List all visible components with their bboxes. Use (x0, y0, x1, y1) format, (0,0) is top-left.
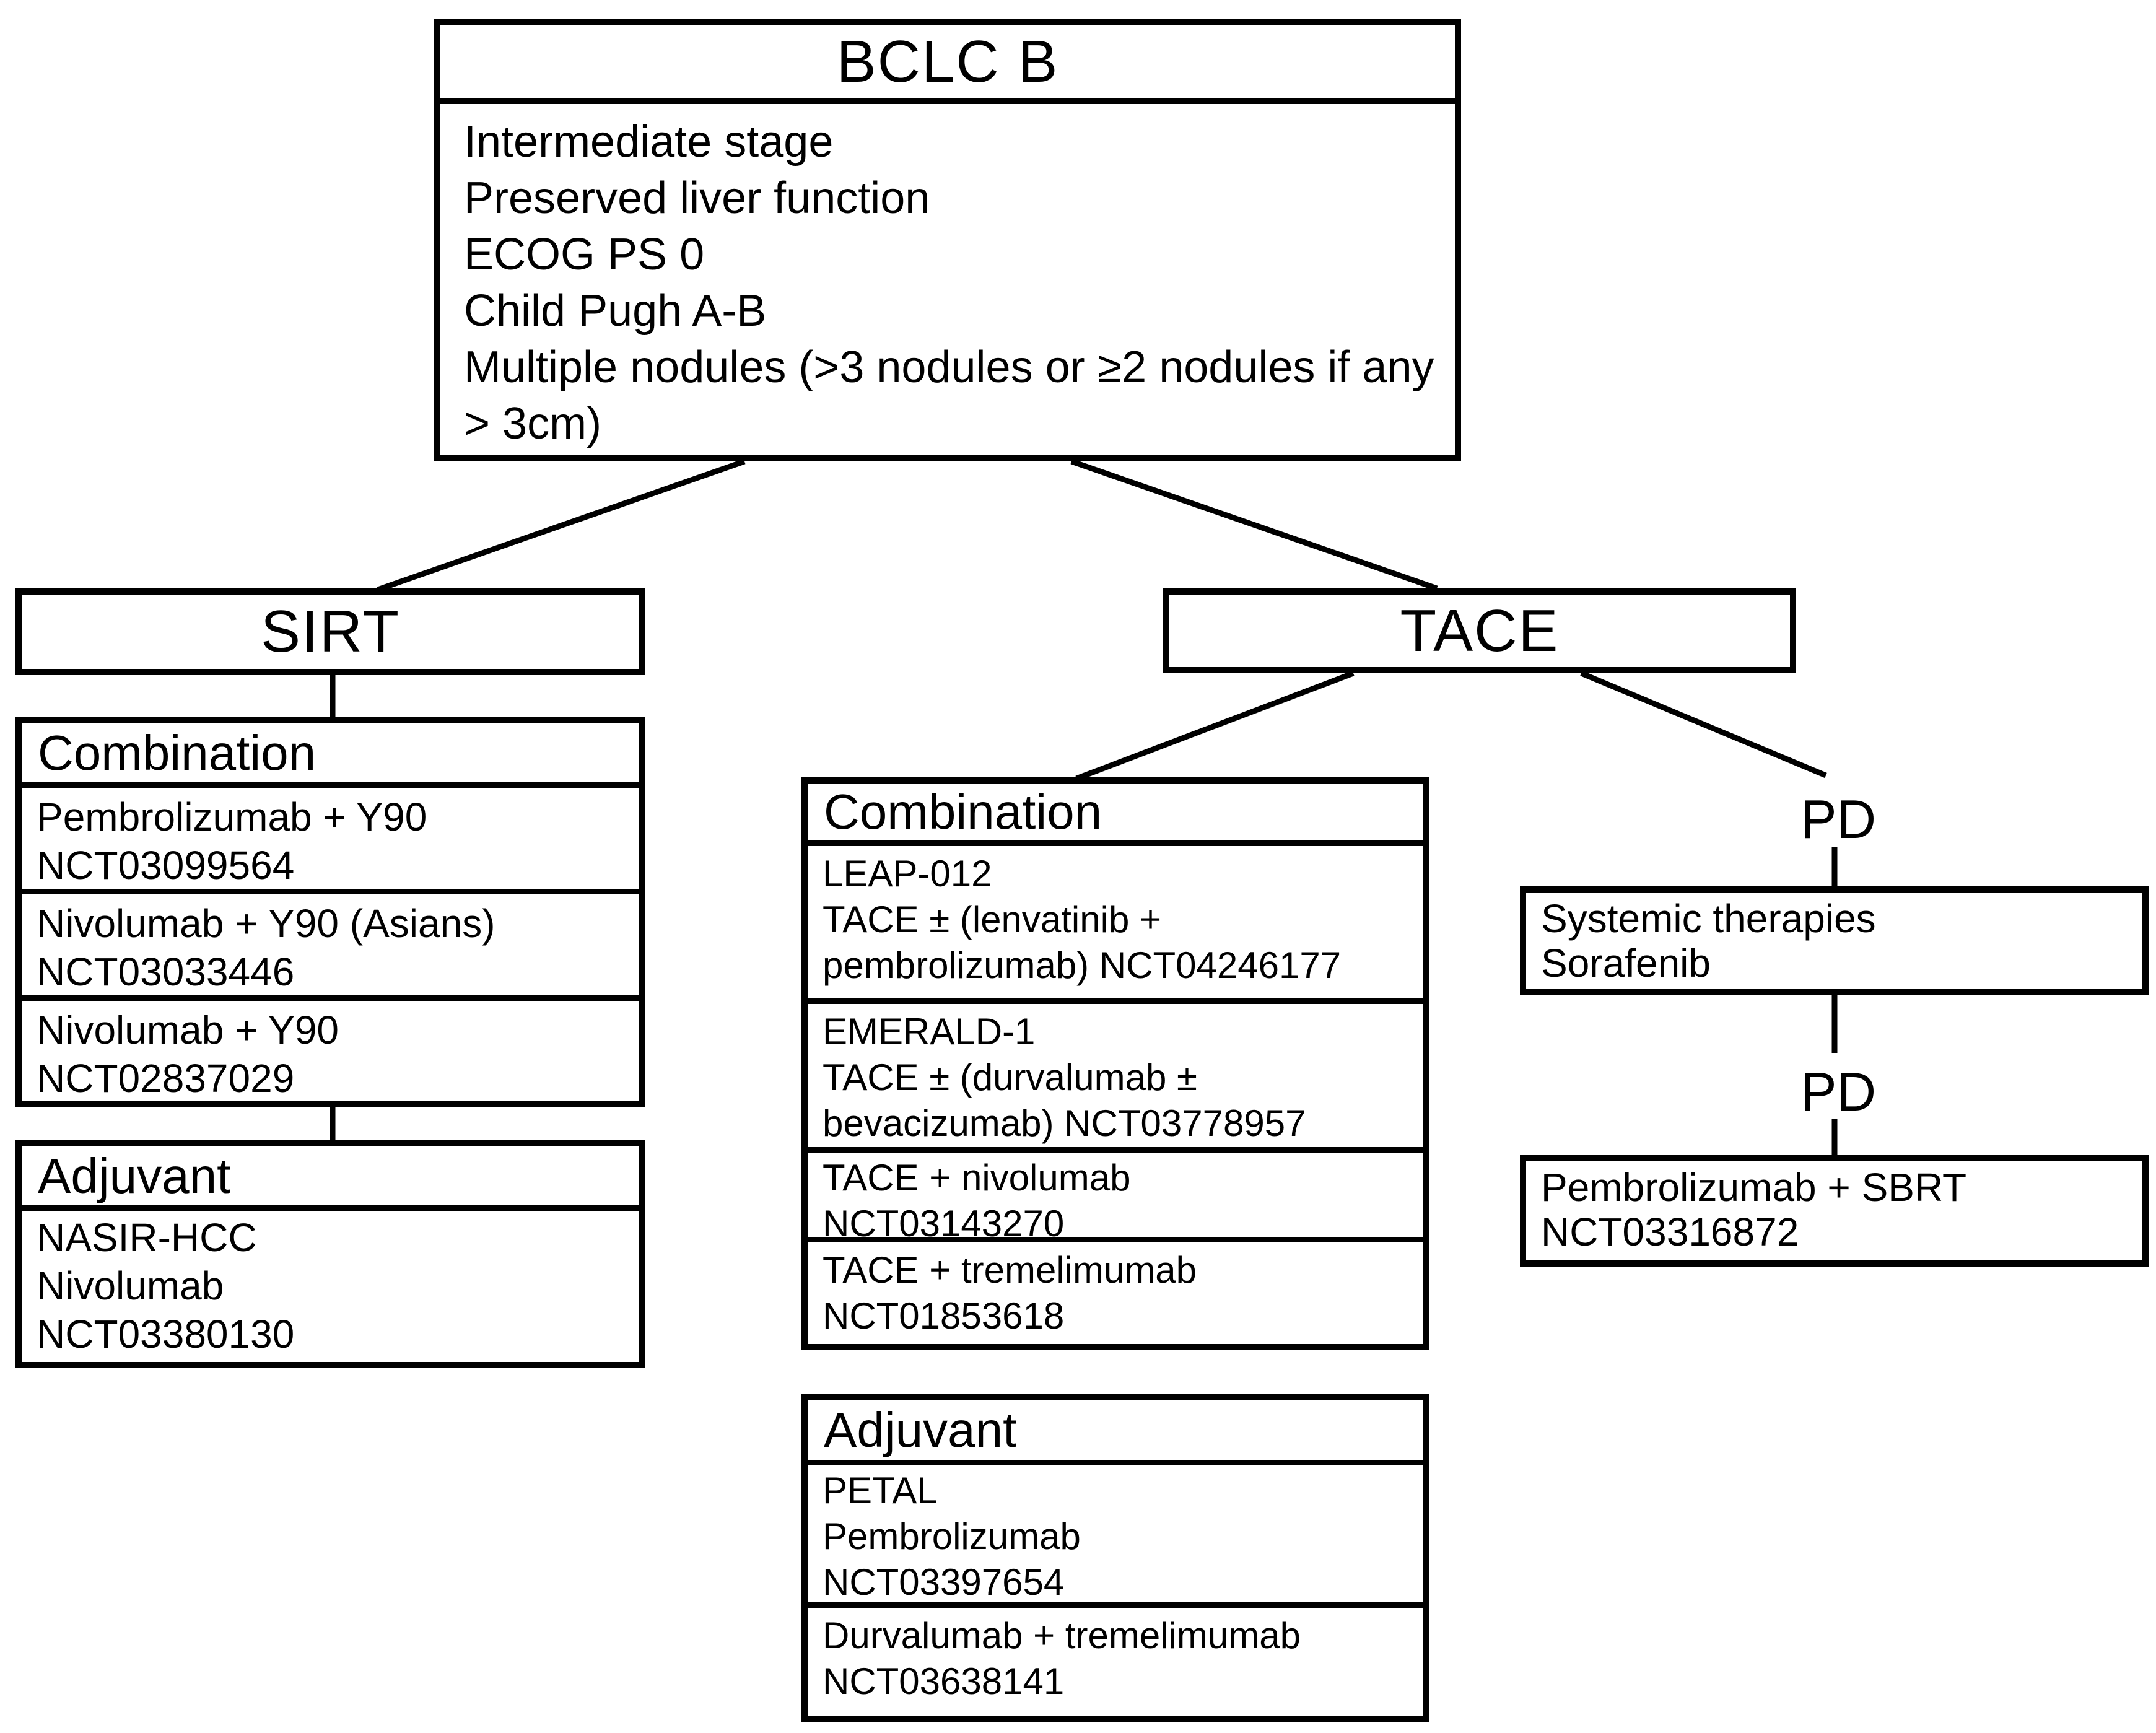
pd-label-1: PD (1800, 788, 1877, 850)
trial-cell: TACE + tremelimumab NCT01853618 (808, 1242, 1423, 1344)
tace-combination-box: Combination LEAP-012 TACE ± (lenvatinib … (801, 777, 1429, 1350)
therapy-drug: Sorafenib (1541, 941, 1711, 985)
edge-bclc-to-tace (1070, 458, 1438, 591)
tace-combination-header: Combination (808, 784, 1423, 846)
trial-regimen: TACE ± (durvalumab ± bevacizumab) NCT037… (823, 1057, 1306, 1144)
criterion-nodules: Multiple nodules (>3 nodules or ≥2 nodul… (464, 343, 1434, 448)
criterion-ecog: ECOG PS 0 (464, 230, 705, 279)
therapy-cell: Systemic therapies Sorafenib (1526, 893, 2142, 989)
trial-nct: NCT03638141 (823, 1661, 1065, 1702)
trial-name: Pembrolizumab + Y90 (37, 795, 427, 839)
trial-cell: TACE + nivolumab NCT03143270 (808, 1153, 1423, 1244)
trial-cell: Pembrolizumab + SBRT NCT03316872 (1526, 1161, 2142, 1260)
trial-nct: NCT03316872 (1541, 1210, 1799, 1254)
tace-title: TACE (1400, 597, 1560, 664)
sirt-box: SIRT (15, 588, 645, 675)
sirt-title: SIRT (261, 598, 400, 665)
trial-study: NASIR-HCC (37, 1215, 257, 1260)
tace-box: TACE (1163, 588, 1796, 673)
bclc-b-box: BCLC B Intermediate stage Preserved live… (434, 19, 1461, 461)
trial-cell: PETAL Pembrolizumab NCT03397654 (808, 1465, 1423, 1608)
trial-name: Nivolumab + Y90 (37, 1008, 339, 1052)
trial-cell: NASIR-HCC Nivolumab NCT03380130 (22, 1211, 639, 1362)
trial-drug: Nivolumab (37, 1264, 224, 1308)
sirt-adjuvant-box: Adjuvant NASIR-HCC Nivolumab NCT03380130 (15, 1140, 645, 1368)
systemic-therapies-box: Systemic therapies Sorafenib (1520, 886, 2149, 995)
trial-cell: Durvalumab + tremelimumab NCT03638141 (808, 1608, 1423, 1716)
trial-regimen: TACE ± (lenvatinib + pembrolizumab) NCT0… (823, 899, 1342, 986)
trial-drug: Pembrolizumab (823, 1516, 1081, 1557)
bclc-b-title: BCLC B (440, 25, 1455, 104)
trial-cell: Nivolumab + Y90 NCT02837029 (22, 1001, 639, 1102)
sirt-combination-box: Combination Pembrolizumab + Y90 NCT03099… (15, 717, 645, 1107)
trial-cell: Nivolumab + Y90 (Asians) NCT03033446 (22, 894, 639, 1001)
therapy-type: Systemic therapies (1541, 896, 1876, 941)
pd-label-2: PD (1800, 1061, 1877, 1122)
tace-adjuvant-box: Adjuvant PETAL Pembrolizumab NCT03397654… (801, 1394, 1429, 1722)
trial-name: Pembrolizumab + SBRT (1541, 1165, 1967, 1210)
sirt-adjuvant-header: Adjuvant (22, 1146, 639, 1211)
edge-tace-to-combination (1075, 670, 1355, 782)
trial-name: TACE + nivolumab (823, 1157, 1131, 1198)
edge-tace-to-pd (1580, 670, 1827, 779)
trial-name: Nivolumab + Y90 (Asians) (37, 901, 495, 946)
bclc-b-criteria: Intermediate stage Preserved liver funct… (440, 104, 1455, 452)
edge-bclc-to-sirt (377, 458, 746, 593)
trial-nct: NCT03033446 (37, 949, 295, 994)
tace-adjuvant-header: Adjuvant (808, 1400, 1423, 1465)
trial-cell: Pembrolizumab + Y90 NCT03099564 (22, 788, 639, 894)
criterion-liver-function: Preserved liver function (464, 173, 930, 223)
trial-study: EMERALD-1 (823, 1011, 1036, 1052)
criterion-child-pugh: Child Pugh A-B (464, 286, 767, 336)
trial-study: LEAP-012 (823, 853, 992, 894)
trial-nct: NCT03143270 (823, 1203, 1065, 1244)
trial-cell: LEAP-012 TACE ± (lenvatinib + pembrolizu… (808, 846, 1423, 1004)
trial-nct: NCT02837029 (37, 1056, 295, 1101)
trial-nct: NCT03397654 (823, 1561, 1065, 1603)
trial-nct: NCT03380130 (37, 1312, 295, 1356)
pembrolizumab-sbrt-box: Pembrolizumab + SBRT NCT03316872 (1520, 1155, 2149, 1267)
trial-name: Durvalumab + tremelimumab (823, 1615, 1301, 1656)
trial-name: TACE + tremelimumab (823, 1249, 1197, 1291)
trial-study: PETAL (823, 1470, 938, 1511)
trial-nct: NCT03099564 (37, 843, 295, 888)
criterion-stage: Intermediate stage (464, 117, 834, 167)
trial-nct: NCT01853618 (823, 1295, 1065, 1337)
sirt-combination-header: Combination (22, 723, 639, 788)
trial-cell: EMERALD-1 TACE ± (durvalumab ± bevacizum… (808, 1004, 1423, 1153)
